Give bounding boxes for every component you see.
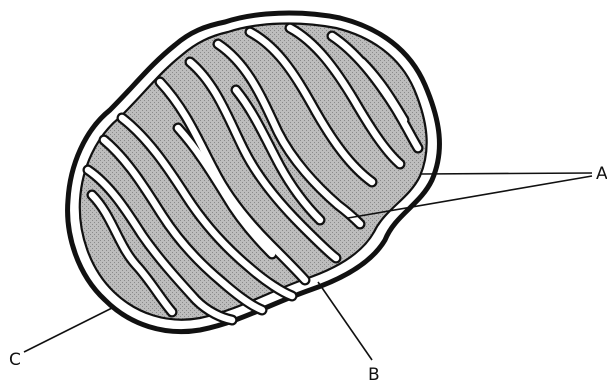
label-c: C <box>9 352 21 369</box>
leader-line-c <box>24 308 112 352</box>
label-a: A <box>596 166 607 183</box>
leader-line-a-upper <box>420 173 592 174</box>
label-b: B <box>368 367 380 384</box>
leader-line-b <box>318 282 372 360</box>
